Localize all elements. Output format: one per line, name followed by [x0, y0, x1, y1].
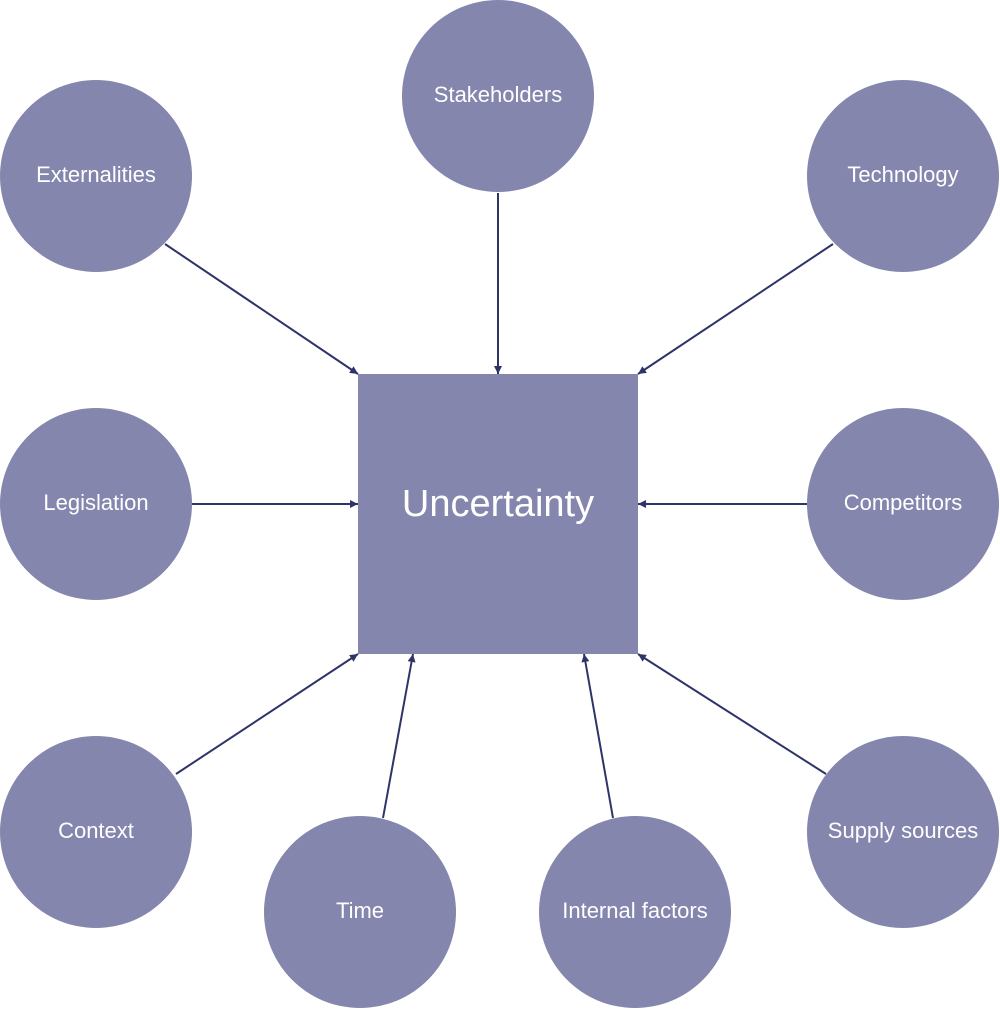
arrow-context: [175, 653, 359, 775]
factor-node-legislation: Legislation: [0, 408, 192, 600]
arrow-internal-factors: [581, 653, 614, 819]
arrow-supply-sources: [637, 653, 827, 775]
factor-node-context: Context: [0, 736, 192, 928]
factor-circle: [807, 80, 999, 272]
factor-label: Context: [58, 818, 134, 843]
factor-circle: [539, 816, 731, 1008]
factor-node-supply-sources: Supply sources: [807, 736, 999, 928]
factor-circle: [402, 0, 594, 192]
center-node: Uncertainty: [358, 374, 638, 654]
factor-node-stakeholders: Stakeholders: [402, 0, 594, 192]
factor-label: Stakeholders: [434, 82, 562, 107]
factor-node-technology: Technology: [807, 80, 999, 272]
factor-circle: [807, 736, 999, 928]
factor-node-competitors: Competitors: [807, 408, 999, 600]
factor-circle: [264, 816, 456, 1008]
factor-label: Legislation: [43, 490, 148, 515]
factor-circle: [807, 408, 999, 600]
factor-circle: [0, 408, 192, 600]
arrows: [164, 193, 834, 819]
factor-label: Externalities: [36, 162, 156, 187]
factor-node-externalities: Externalities: [0, 80, 192, 272]
arrow-time: [382, 653, 416, 819]
center-box: [358, 374, 638, 654]
factor-circle: [0, 80, 192, 272]
factor-label: Competitors: [844, 490, 963, 515]
factor-node-internal-factors: Internal factors: [539, 816, 731, 1008]
center-label: Uncertainty: [402, 483, 594, 525]
factor-label: Supply sources: [828, 818, 978, 843]
factor-label: Technology: [847, 162, 958, 187]
arrow-externalities: [164, 243, 359, 375]
factor-label: Internal factors: [562, 898, 708, 923]
arrow-technology: [637, 243, 834, 375]
factor-node-time: Time: [264, 816, 456, 1008]
factor-circle: [0, 736, 192, 928]
factor-label: Time: [336, 898, 384, 923]
